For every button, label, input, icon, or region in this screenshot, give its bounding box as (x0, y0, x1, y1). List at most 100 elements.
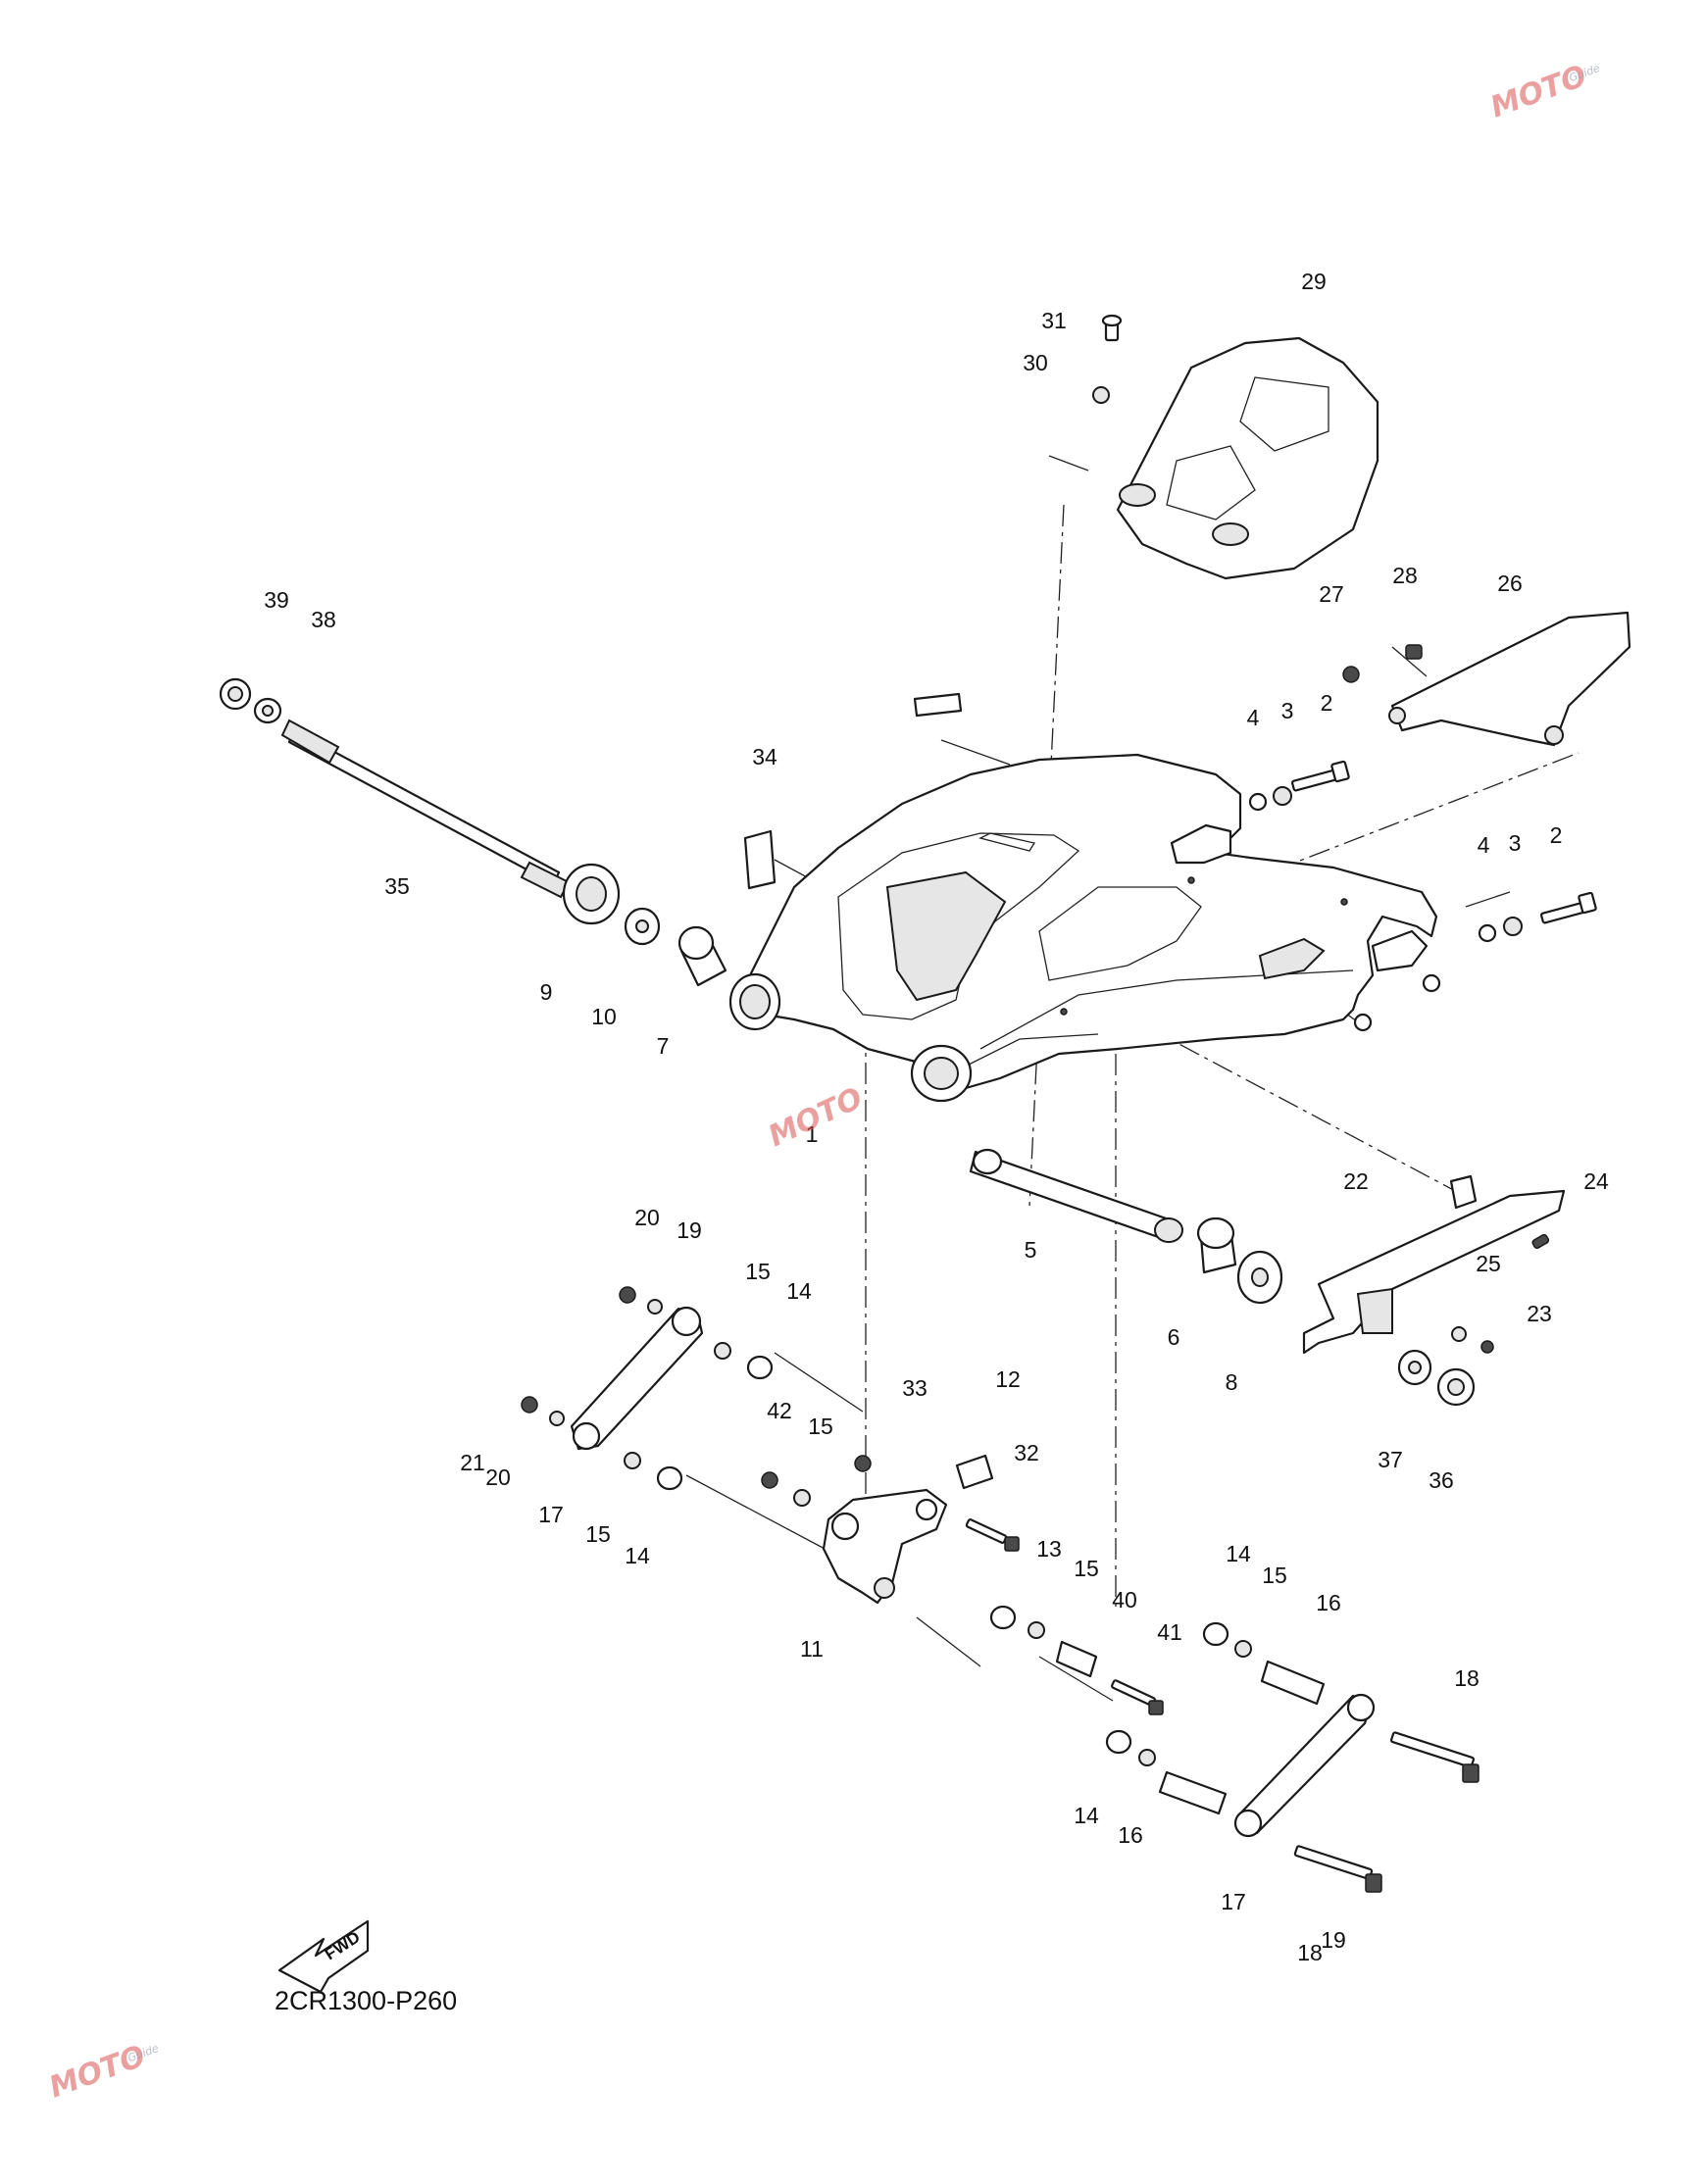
bolt-18-a (1389, 1731, 1479, 1783)
callout-6: 6 (1168, 1324, 1180, 1350)
callout-19: 19 (677, 1217, 702, 1243)
callout-16: 16 (1316, 1590, 1341, 1615)
collar-14-b (656, 1465, 683, 1491)
callout-2: 2 (1321, 690, 1333, 716)
bolt-27 (1405, 644, 1423, 660)
callout-23: 23 (1527, 1301, 1552, 1326)
nut-20-b (521, 1396, 538, 1414)
nut-20 (619, 1286, 636, 1304)
washer-19 (647, 1299, 663, 1315)
bolt-2-lower (1539, 891, 1597, 924)
callout-11: 11 (800, 1636, 824, 1662)
callout-1: 1 (806, 1121, 819, 1147)
callout-15: 15 (745, 1259, 771, 1284)
callout-42: 42 (767, 1398, 792, 1423)
callout-3: 3 (1509, 830, 1522, 856)
callout-20: 20 (485, 1464, 511, 1490)
callout-17: 17 (538, 1502, 564, 1527)
nut-38 (219, 677, 252, 711)
callout-41: 41 (1157, 1619, 1182, 1645)
relay-arm-11 (822, 1488, 948, 1605)
reference-lines (685, 455, 1580, 1702)
oil-seal-15-e (1234, 1640, 1252, 1658)
washer-19-b (549, 1411, 565, 1426)
callout-4: 4 (1478, 832, 1490, 858)
chain-guard-28 (1116, 336, 1379, 580)
callout-5: 5 (1025, 1237, 1037, 1263)
oil-seal-15-c (793, 1489, 811, 1507)
swingarm-1 (728, 753, 1441, 1103)
bolt-2-upper (1290, 760, 1350, 792)
collar-13 (989, 1605, 1017, 1630)
bolt-31 (965, 1518, 1020, 1552)
fwd-arrow-icon: FWD (277, 1919, 370, 1994)
watermark-logo-top-right: MOTO Guide (1486, 59, 1602, 125)
callout-21: 21 (460, 1450, 485, 1475)
callout-15: 15 (1074, 1556, 1099, 1581)
callout-31: 31 (1041, 308, 1067, 333)
callout-2: 2 (1550, 822, 1563, 848)
bolt-23 (1531, 1233, 1550, 1249)
callout-33: 33 (902, 1375, 928, 1401)
callout-16: 16 (1118, 1822, 1143, 1848)
oil-seal-15-a (714, 1342, 731, 1360)
callout-24: 24 (1583, 1168, 1609, 1194)
nut-4-upper (1248, 792, 1268, 812)
collar-24 (1451, 1326, 1467, 1342)
callout-3: 3 (1281, 698, 1294, 723)
callout-15: 15 (1262, 1563, 1287, 1588)
callout-14: 14 (786, 1278, 812, 1304)
washer-3-upper (1273, 786, 1292, 806)
collar-41 (761, 1471, 778, 1489)
callout-7: 7 (657, 1033, 670, 1059)
connecting-rod-17-right (1233, 1693, 1376, 1838)
collar-16-a (1260, 1660, 1326, 1706)
chain-guard-25 (1388, 611, 1631, 747)
callout-9: 9 (540, 979, 553, 1005)
callout-34: 34 (752, 744, 777, 769)
callout-38: 38 (311, 607, 336, 632)
callout-27: 27 (1319, 581, 1344, 607)
callout-32: 32 (1014, 1440, 1039, 1465)
washer-36 (1397, 1349, 1432, 1386)
oil-seal-15-b (624, 1452, 641, 1469)
callout-18: 18 (1454, 1665, 1479, 1691)
bolt-30 (1101, 314, 1123, 342)
bearing-6 (1196, 1216, 1237, 1274)
callout-13: 13 (1036, 1536, 1062, 1562)
oil-seal-15-d (1028, 1621, 1045, 1639)
pivot-shaft-34 (280, 719, 571, 899)
callout-8: 8 (1226, 1369, 1238, 1395)
callout-25: 25 (1476, 1251, 1501, 1276)
washer-3-lower (1503, 917, 1523, 936)
callout-4: 4 (1247, 705, 1260, 730)
collar-29 (1092, 386, 1110, 404)
callout-22: 22 (1343, 1168, 1369, 1194)
oil-seal-15-f (1138, 1749, 1156, 1766)
callout-18: 18 (1297, 1940, 1323, 1965)
collar-14-c (1202, 1621, 1229, 1647)
callout-36: 36 (1429, 1467, 1454, 1493)
callout-10: 10 (591, 1004, 617, 1029)
callout-14: 14 (1074, 1803, 1099, 1828)
callout-28: 28 (1392, 563, 1418, 588)
nut-4-lower (1478, 923, 1497, 943)
collar-14-a (746, 1355, 774, 1380)
callout-17: 17 (1221, 1889, 1246, 1914)
callout-37: 37 (1378, 1447, 1403, 1472)
callout-35: 35 (384, 873, 410, 899)
chain-guide-21 (1302, 1174, 1566, 1355)
label-33 (743, 829, 777, 890)
bolt-22 (1480, 1340, 1494, 1354)
collar-14-d (1105, 1729, 1132, 1755)
callout-15: 15 (585, 1521, 611, 1547)
callout-29: 29 (1301, 269, 1327, 294)
callout-39: 39 (264, 587, 289, 613)
nut-35 (1436, 1367, 1476, 1407)
bolt-40 (1111, 1679, 1164, 1715)
callout-14: 14 (625, 1543, 650, 1568)
callout-12: 12 (995, 1366, 1021, 1392)
callout-14: 14 (1226, 1541, 1251, 1566)
